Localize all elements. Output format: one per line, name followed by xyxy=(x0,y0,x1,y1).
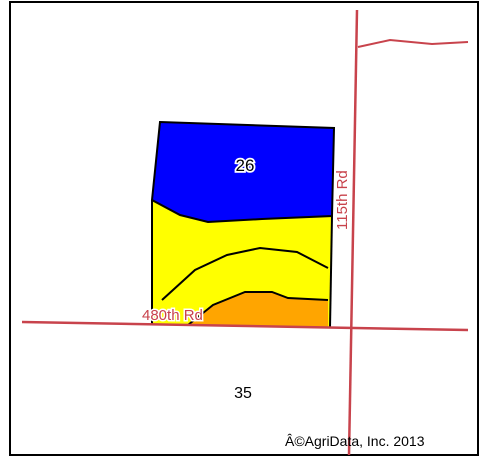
copyright-text: Â©AgriData, Inc. 2013 xyxy=(285,433,425,449)
road-115th[interactable] xyxy=(347,9,359,456)
field-outline xyxy=(329,215,333,329)
road-label-115th: 115th Rd xyxy=(334,170,351,230)
soil-boundary-line xyxy=(187,291,329,326)
roads xyxy=(21,9,469,456)
soil-zone-blue[interactable] xyxy=(150,120,336,224)
section-label: 35 xyxy=(234,385,252,402)
field-boundary[interactable] xyxy=(150,120,336,329)
soil-zone-yellow[interactable] xyxy=(152,200,332,328)
road-branch[interactable] xyxy=(357,38,469,48)
soil-boundary-line xyxy=(161,246,329,301)
soil-unit-label: 26 xyxy=(236,156,255,175)
road-480th[interactable] xyxy=(21,320,469,332)
road-label-480th: 480th Rd xyxy=(142,307,203,324)
